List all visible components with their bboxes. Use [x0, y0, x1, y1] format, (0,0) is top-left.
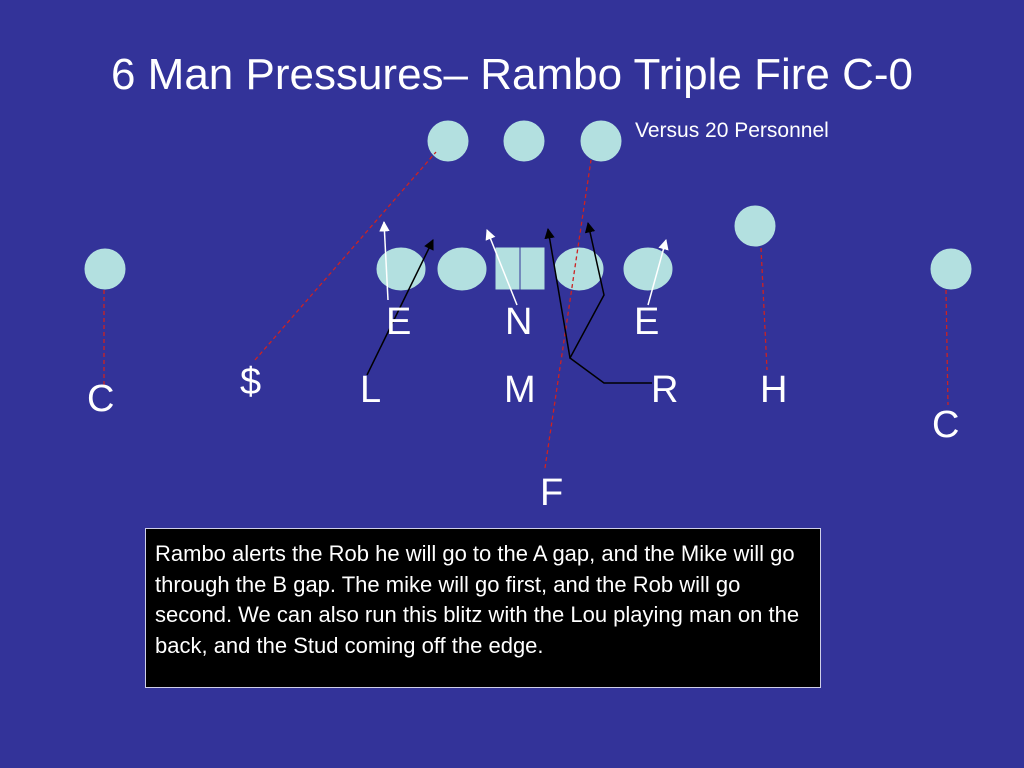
lb-blitz-arrows: [366, 221, 652, 384]
offense-player-3: [579, 119, 623, 163]
label-r: R: [651, 369, 678, 411]
offense-player-wing: [733, 204, 777, 248]
label-f: F: [540, 472, 563, 514]
label-m: M: [504, 369, 536, 411]
offense-player-1: [426, 119, 470, 163]
offense-player-wide-left: [83, 247, 127, 291]
dl-rush-arrows: [379, 220, 669, 306]
label-dollar: $: [240, 361, 261, 403]
label-h: H: [760, 369, 787, 411]
slide-subtitle: Versus 20 Personnel: [635, 119, 829, 142]
slide-title: 6 Man Pressures– Rambo Triple Fire C-0: [110, 50, 914, 99]
label-c-left: C: [87, 378, 114, 420]
offense-player-wide-right: [929, 247, 973, 291]
coverage-lines: [103, 151, 949, 469]
label-c-right: C: [932, 404, 959, 446]
offensive-lineman-4: [553, 246, 605, 292]
coaching-note: Rambo alerts the Rob he will go to the A…: [145, 528, 821, 688]
label-l: L: [360, 369, 381, 411]
offense-player-2: [502, 119, 546, 163]
offensive-lineman-5: [622, 246, 674, 292]
label-e-right: E: [634, 301, 659, 343]
label-n: N: [505, 301, 532, 343]
offensive-lineman-2: [436, 246, 488, 292]
label-e-left: E: [386, 301, 411, 343]
